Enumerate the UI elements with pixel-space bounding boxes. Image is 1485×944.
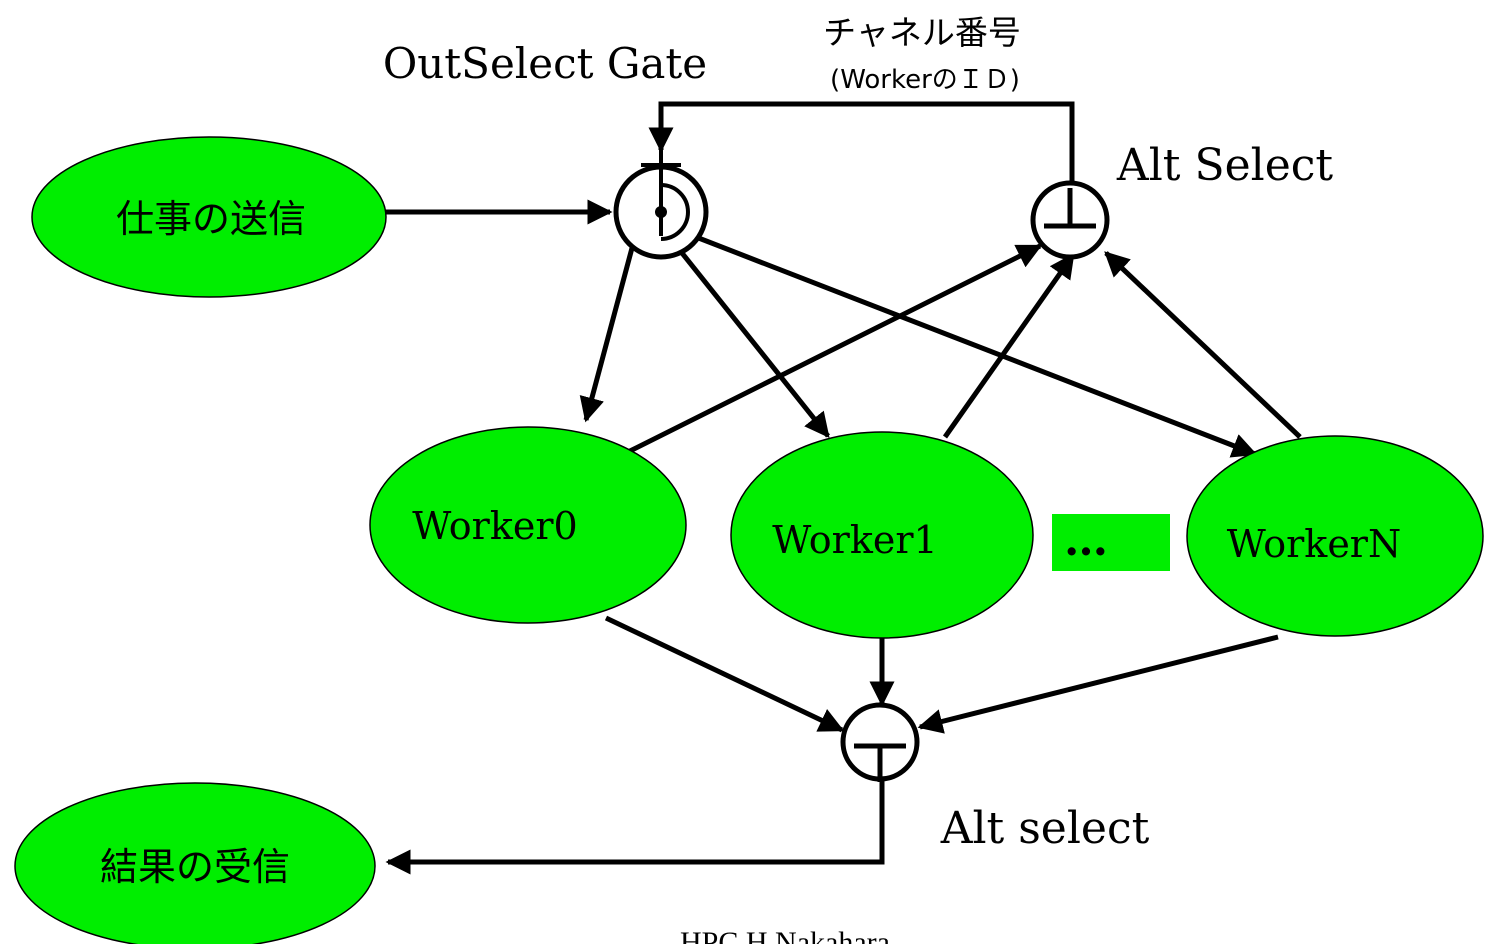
edge-workerN-to-altselect xyxy=(1104,251,1302,439)
edge-altselect-to-receive xyxy=(385,778,885,875)
worker1-label: Worker1 xyxy=(772,518,937,562)
receive-result-label: 結果の受信 xyxy=(100,845,290,889)
send-job-label: 仕事の送信 xyxy=(116,197,306,241)
worker0-label: Worker0 xyxy=(412,504,577,548)
worker0-node xyxy=(369,426,687,624)
workerN-node xyxy=(1186,435,1484,637)
channel-feedback-line xyxy=(648,101,1075,188)
send-job-node xyxy=(31,136,387,298)
alt-select-top-icon xyxy=(1030,180,1110,260)
edge-gate-to-workerN xyxy=(695,234,1258,458)
worker-id-label: (WorkerのＩＤ) xyxy=(830,65,1020,95)
outselect-gate-title: OutSelect Gate xyxy=(383,39,707,88)
edge-worker0-to-altselect-bottom xyxy=(604,615,845,733)
ellipsis-label: … xyxy=(1064,515,1108,566)
channel-number-label: チャネル番号 xyxy=(823,13,1021,52)
workerN-label: WorkerN xyxy=(1227,522,1401,566)
worker1-node xyxy=(730,431,1034,639)
ellipsis-box xyxy=(1052,514,1170,571)
edge-worker0-to-altselect xyxy=(628,243,1043,454)
edge-gate-to-worker1 xyxy=(676,246,830,438)
alt-select-bottom-title: Alt select xyxy=(940,803,1150,854)
footer-credit: HPC H.Nakahara xyxy=(680,926,890,944)
alt-select-top-title: Alt Select xyxy=(1116,140,1333,191)
receive-result-node xyxy=(14,782,376,944)
edge-gate-to-worker0 xyxy=(579,247,635,423)
edge-workerN-to-altselect-bottom xyxy=(917,634,1279,734)
alt-select-bottom-icon xyxy=(840,702,920,782)
edge-worker1-to-altselect xyxy=(942,252,1076,439)
outselect-gate-icon xyxy=(613,145,709,260)
